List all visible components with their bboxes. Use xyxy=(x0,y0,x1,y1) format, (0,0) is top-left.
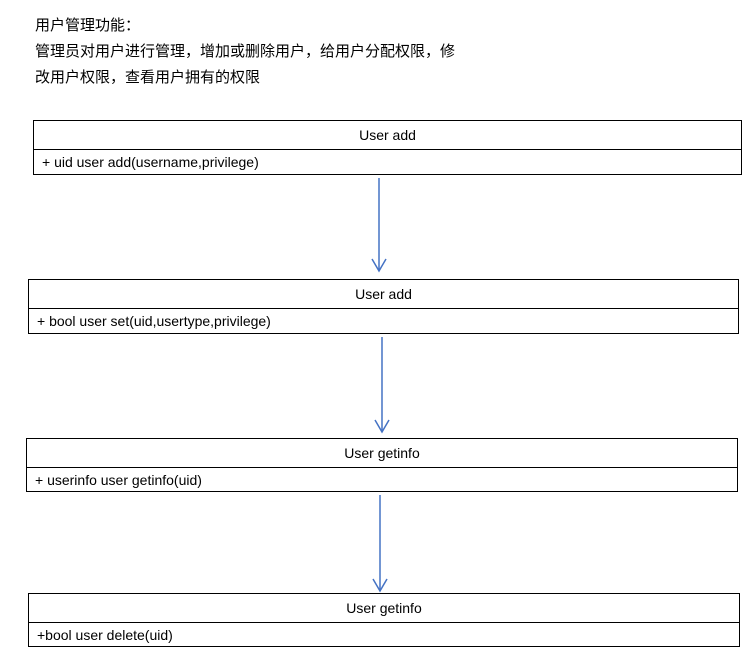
class-name: User getinfo xyxy=(29,594,739,623)
class-operation: + userinfo user getinfo(uid) xyxy=(35,472,202,488)
uml-class-box: User getinfo +bool user delete(uid) xyxy=(28,593,740,647)
intro-text: 用户管理功能： 管理员对用户进行管理，增加或删除用户，给用户分配权限，修 改用户… xyxy=(35,12,735,90)
class-name: User add xyxy=(29,280,738,309)
class-name: User getinfo xyxy=(27,439,737,468)
uml-class-box: User getinfo + userinfo user getinfo(uid… xyxy=(26,438,738,492)
class-operation: + bool user set(uid,usertype,privilege) xyxy=(37,313,271,329)
flow-arrow xyxy=(372,495,388,593)
intro-line: 管理员对用户进行管理，增加或删除用户，给用户分配权限，修 xyxy=(35,42,456,60)
intro-line: 改用户权限，查看用户拥有的权限 xyxy=(35,68,261,86)
uml-class-box: User add + uid user add(username,privile… xyxy=(33,120,742,175)
class-operation: +bool user delete(uid) xyxy=(37,627,173,643)
uml-class-box: User add + bool user set(uid,usertype,pr… xyxy=(28,279,739,334)
class-name: User add xyxy=(34,121,741,150)
intro-heading: 用户管理功能： xyxy=(35,16,141,34)
flow-arrow xyxy=(371,178,387,273)
flow-arrow xyxy=(374,337,390,434)
class-operation: + uid user add(username,privilege) xyxy=(42,154,259,170)
